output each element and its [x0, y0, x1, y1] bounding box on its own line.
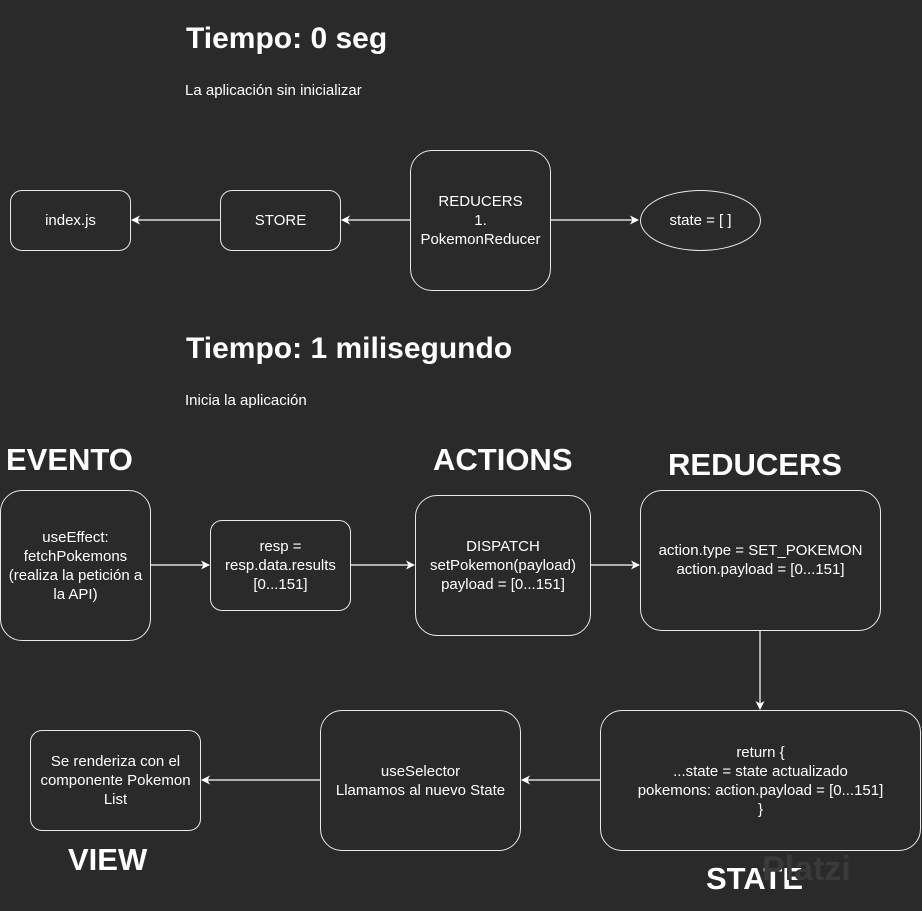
node-useeffect: useEffect: fetchPokemons (realiza la pet… — [0, 490, 151, 641]
label-actions: ACTIONS — [433, 442, 573, 477]
section1-title: Tiempo: 0 seg — [186, 22, 388, 55]
node-indexjs: index.js — [10, 190, 131, 251]
label-reducers: REDUCERS — [668, 447, 842, 482]
section2-subtitle: Inicia la aplicación — [185, 392, 307, 409]
label-evento: EVENTO — [6, 442, 133, 477]
section2-title: Tiempo: 1 milisegundo — [186, 332, 513, 365]
node-resp: resp = resp.data.results [0...151] — [210, 520, 351, 611]
node-dispatch: DISPATCH setPokemon(payload) payload = [… — [415, 495, 591, 636]
node-store: STORE — [220, 190, 341, 251]
label-state: STATE — [706, 861, 804, 896]
node-state-empty: state = [ ] — [640, 190, 761, 251]
node-render-view: Se renderiza con el componente Pokemon L… — [30, 730, 201, 831]
platzi-watermark: Platzi — [762, 850, 851, 888]
node-return-state: return { ...state = state actualizado po… — [600, 710, 921, 851]
label-view: VIEW — [68, 842, 148, 877]
node-action: action.type = SET_POKEMON action.payload… — [640, 490, 881, 631]
node-reducers-initial: REDUCERS 1. PokemonReducer — [410, 150, 551, 291]
section1-subtitle: La aplicación sin inicializar — [185, 82, 362, 99]
node-useselector: useSelector Llamamos al nuevo State — [320, 710, 521, 851]
